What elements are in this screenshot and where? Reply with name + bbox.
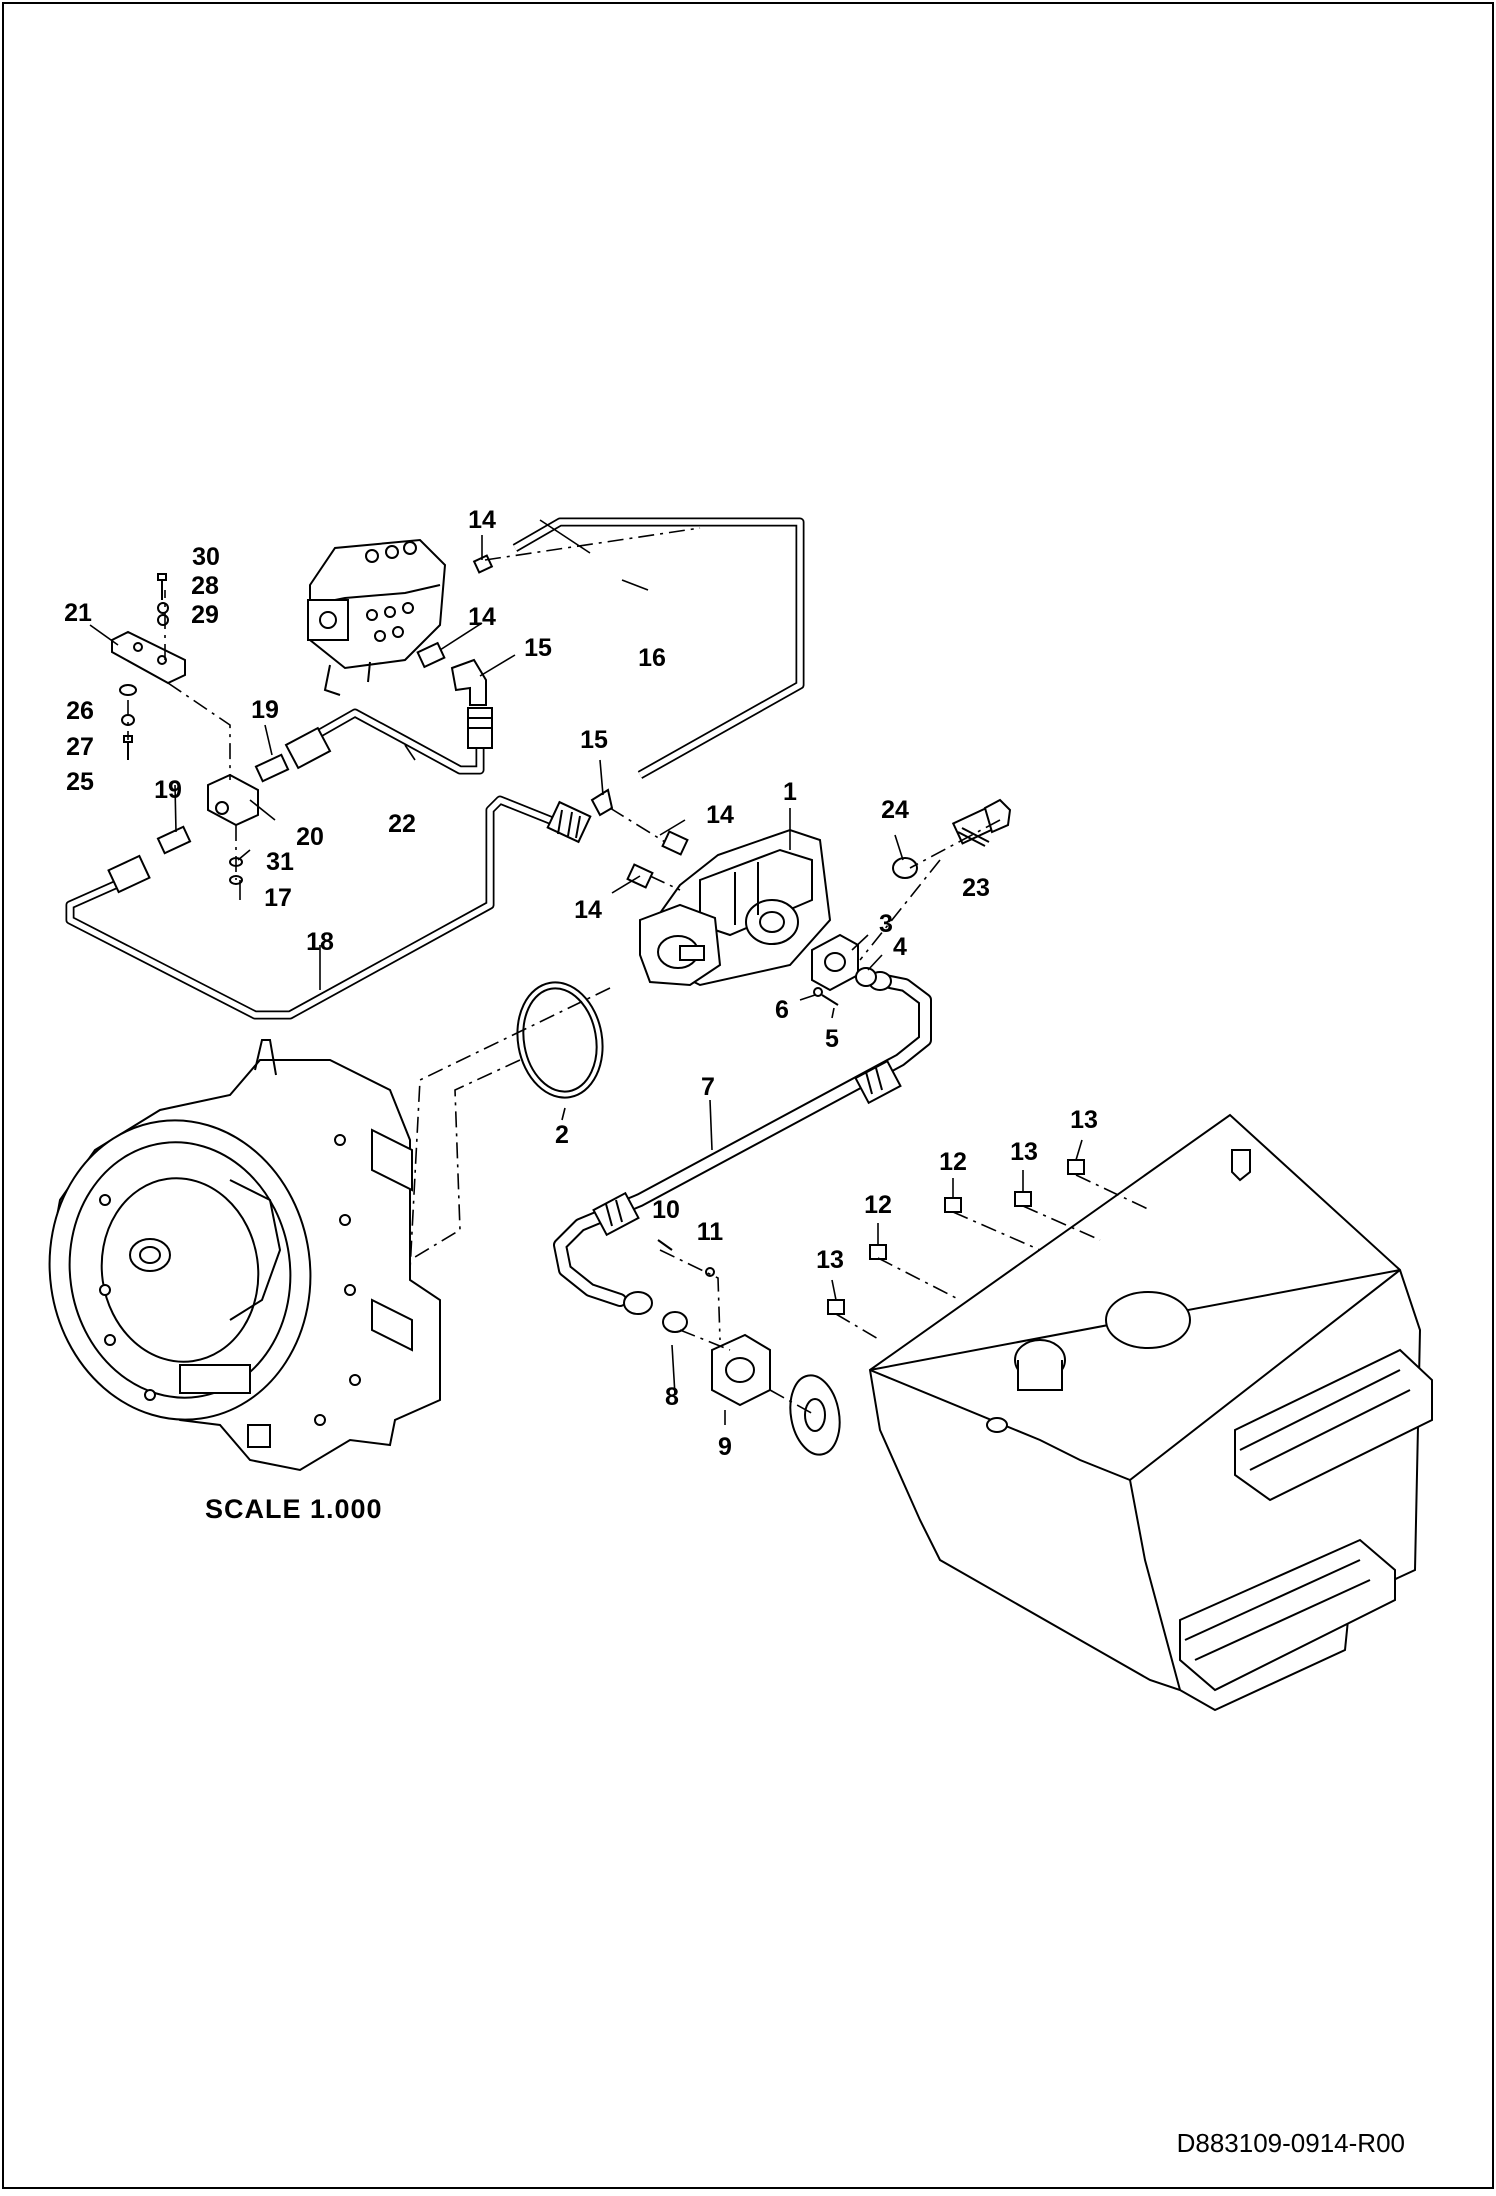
callout-labels: 14 30 28 29 21 14 15 16 26 27 25 19 15 1… xyxy=(64,506,1098,1461)
callout-2: 2 xyxy=(555,1121,569,1149)
callout-13: 13 xyxy=(816,1246,844,1274)
callout-30: 30 xyxy=(192,543,220,571)
callout-4: 4 xyxy=(893,933,907,961)
callout-29: 29 xyxy=(191,601,219,629)
callout-9: 9 xyxy=(718,1433,732,1461)
callout-8: 8 xyxy=(665,1383,679,1411)
fitting-14-pump-upper xyxy=(661,830,689,856)
leader-lines xyxy=(89,519,1083,1425)
hose-7 xyxy=(553,973,932,1307)
tank-fitting-13 xyxy=(1067,1159,1085,1175)
callout-14: 14 xyxy=(574,896,602,924)
document-id: D883109-0914-R00 xyxy=(1177,2128,1405,2158)
callout-12: 12 xyxy=(939,1148,967,1176)
tank-fitting-12 xyxy=(869,1244,887,1260)
hose-18 xyxy=(65,795,557,1020)
callout-18: 18 xyxy=(306,928,334,956)
callout-19: 19 xyxy=(154,776,182,804)
transmission xyxy=(48,1039,441,1472)
bolt-10 xyxy=(657,1239,673,1251)
washer-28 xyxy=(157,602,169,614)
washer-26 xyxy=(119,684,137,696)
callout-16: 16 xyxy=(638,644,666,672)
hose-fitting xyxy=(107,854,151,894)
callout-22: 22 xyxy=(388,810,416,838)
callout-14: 14 xyxy=(706,801,734,829)
callout-10: 10 xyxy=(652,1196,680,1224)
callout-17: 17 xyxy=(264,884,292,912)
callout-13: 13 xyxy=(1010,1138,1038,1166)
hose-fitting xyxy=(546,800,592,844)
callout-27: 27 xyxy=(66,733,94,761)
callout-6: 6 xyxy=(775,996,789,1024)
callout-26: 26 xyxy=(66,697,94,725)
callout-15: 15 xyxy=(580,726,608,754)
callout-12: 12 xyxy=(864,1191,892,1219)
o-ring-2-inner xyxy=(522,987,598,1093)
callout-31: 31 xyxy=(266,848,294,876)
flange-9 xyxy=(711,1333,771,1407)
tank-fitting-13 xyxy=(1014,1191,1032,1207)
tank-fitting-12 xyxy=(944,1197,962,1213)
callout-20: 20 xyxy=(296,823,324,851)
hose-fitting xyxy=(854,1059,902,1105)
hose-fitting xyxy=(284,726,332,770)
washer-6 xyxy=(813,987,823,997)
fitting-14-upper xyxy=(472,554,494,574)
callout-24: 24 xyxy=(881,796,909,824)
hose-16 xyxy=(512,517,805,779)
fitting-14-valve xyxy=(416,641,446,669)
callout-25: 25 xyxy=(66,768,94,796)
tank-fitting-13 xyxy=(827,1299,845,1315)
o-ring-4 xyxy=(855,967,877,987)
bolt-30 xyxy=(157,573,167,600)
hose-flange-end xyxy=(623,1291,653,1315)
washer-24 xyxy=(892,857,918,879)
hose-22 xyxy=(287,708,485,775)
callout-23: 23 xyxy=(962,874,990,902)
fitting-19-upper xyxy=(254,753,290,783)
bolt-23 xyxy=(951,798,1012,847)
bolt-5 xyxy=(821,994,839,1006)
hose-fitting xyxy=(592,1191,640,1237)
callout-21: 21 xyxy=(64,599,92,627)
callout-11: 11 xyxy=(697,1218,724,1246)
control-valve xyxy=(307,538,447,696)
washer-29 xyxy=(157,614,169,626)
callout-3: 3 xyxy=(879,910,893,938)
callout-7: 7 xyxy=(701,1073,715,1101)
fitting-19-lower xyxy=(156,825,192,855)
assembly-lines xyxy=(127,527,1151,1416)
callout-28: 28 xyxy=(191,572,219,600)
callout-1: 1 xyxy=(783,778,797,806)
callout-19: 19 xyxy=(251,696,279,724)
o-ring-2 xyxy=(516,981,604,1099)
elbow-fitting-15 xyxy=(450,658,487,706)
hose-fitting xyxy=(467,707,493,749)
o-ring-8 xyxy=(662,1311,688,1333)
scale-label: SCALE 1.000 xyxy=(205,1494,383,1524)
elbow-fitting-15-pump xyxy=(590,788,614,817)
callout-14: 14 xyxy=(468,603,496,631)
bracket-21 xyxy=(111,630,186,685)
hydraulic-tank xyxy=(868,1113,1433,1712)
flange-3 xyxy=(811,933,859,992)
callout-15: 15 xyxy=(524,634,552,662)
callout-5: 5 xyxy=(825,1025,839,1053)
callout-14: 14 xyxy=(468,506,496,534)
callout-13: 13 xyxy=(1070,1106,1098,1134)
hydraulic-pump xyxy=(639,828,832,987)
tank-port-adapter xyxy=(789,1374,841,1456)
